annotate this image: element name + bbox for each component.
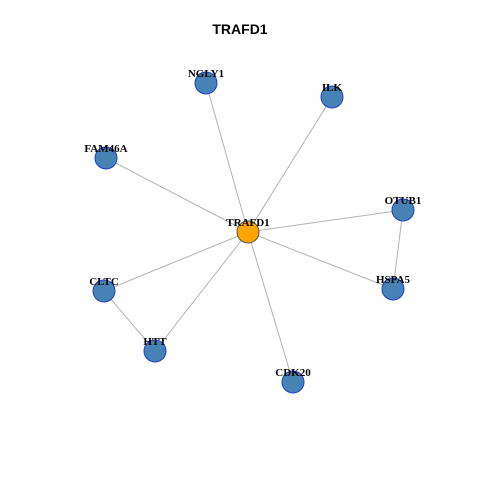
node-label-fam46a: FAM46A — [84, 143, 127, 155]
edge-trafd1-ilk — [247, 96, 333, 233]
node-ngly1[interactable] — [194, 71, 218, 95]
node-otub1[interactable] — [391, 198, 415, 222]
node-cltc[interactable] — [92, 279, 116, 303]
node-label-ngly1: NGLY1 — [188, 68, 224, 80]
edge-trafd1-htt — [154, 231, 249, 352]
node-hspa5[interactable] — [381, 277, 405, 301]
node-label-cltc: CLTC — [89, 276, 119, 288]
edge-trafd1-cdk20 — [247, 231, 294, 383]
node-label-otub1: OTUB1 — [385, 195, 422, 207]
edge-trafd1-fam46a — [105, 157, 249, 233]
edge-trafd1-ngly1 — [205, 82, 249, 233]
node-label-cdk20: CDK20 — [275, 367, 311, 379]
graph-title: TRAFD1 — [212, 21, 268, 37]
edge-trafd1-cltc — [103, 231, 249, 292]
node-htt[interactable] — [143, 339, 167, 363]
node-label-hspa5: HSPA5 — [376, 274, 411, 286]
node-trafd1[interactable] — [236, 220, 260, 244]
nodes-layer — [92, 71, 415, 394]
edge-trafd1-hspa5 — [247, 231, 394, 290]
node-cdk20[interactable] — [281, 370, 305, 394]
node-label-ilk: ILK — [322, 82, 343, 94]
node-fam46a[interactable] — [94, 146, 118, 170]
node-label-htt: HTT — [143, 336, 167, 348]
node-ilk[interactable] — [320, 85, 344, 109]
edge-trafd1-otub1 — [247, 209, 404, 233]
edge-cltc-htt — [103, 290, 156, 352]
edge-otub1-hspa5 — [392, 209, 404, 290]
node-label-trafd1: TRAFD1 — [226, 217, 269, 229]
edges-layer — [103, 82, 404, 383]
